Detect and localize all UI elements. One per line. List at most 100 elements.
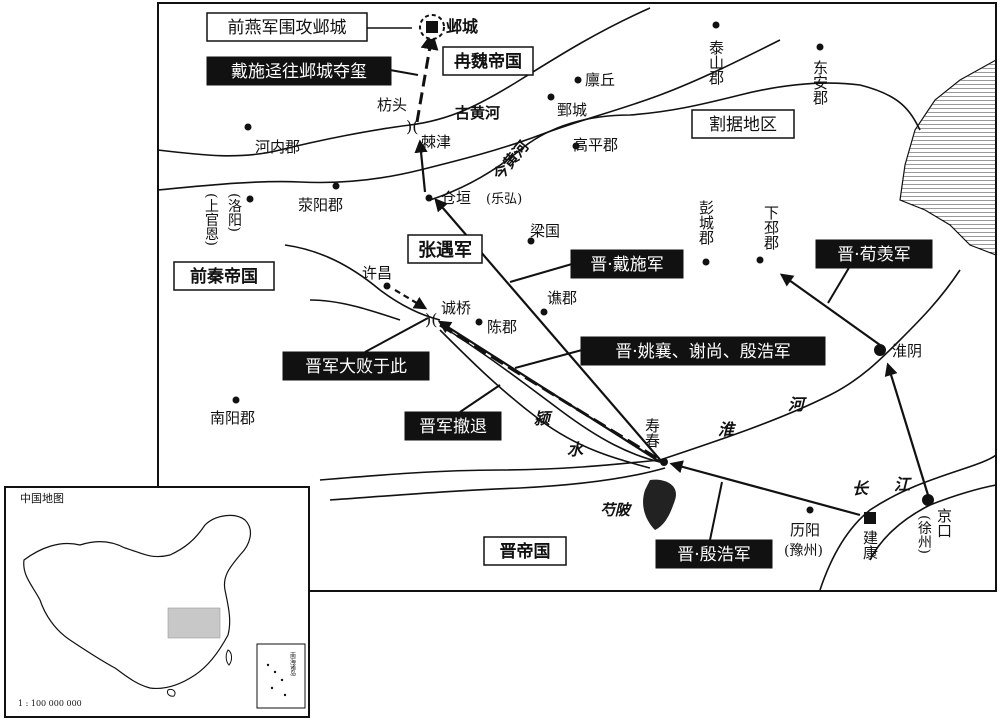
city-dot-taishan (712, 21, 720, 29)
arrow-xuchang-to-chengqiao (394, 289, 428, 310)
city-dot-xingyang (332, 182, 340, 190)
city-dot-dongan (816, 43, 824, 51)
capital-ye (426, 21, 438, 33)
label-liyang: 历阳 (790, 521, 820, 539)
label-lehong: (乐弘) (486, 192, 522, 207)
label-box-dai-shi-go (206, 56, 392, 86)
city-dot-xuchang (383, 282, 391, 290)
label-chengqiao: 诚桥 (441, 299, 471, 317)
pointer-yin-hao (709, 481, 723, 541)
label-ying-water-2: 水 (567, 440, 585, 459)
label-taishan: 泰山郡 (707, 40, 725, 85)
sea-area (899, 58, 997, 256)
label-ran-wei: 冉魏帝国 (454, 51, 522, 72)
city-dot-xiapi (756, 256, 764, 264)
label-old-yellow-river: 古黄河 (455, 104, 500, 122)
city-dot-canghuan (425, 194, 433, 202)
label-shangguan-en: (上官恩) (203, 193, 219, 246)
route-retreat (439, 323, 661, 462)
label-gaoping: 高平郡 (573, 136, 618, 154)
label-yuzhou: (豫州) (784, 543, 823, 559)
label-jin-yao: 晋·姚襄、谢尚、殷浩军 (615, 341, 790, 362)
label-qiaojun: 谯郡 (547, 289, 577, 307)
label-box-jin-dai-shi (570, 249, 684, 279)
label-jin-dai-shi: 晋·戴施军 (590, 255, 663, 275)
label-box-jin-yin-hao (655, 539, 773, 569)
yellow-river-old-south (157, 39, 781, 191)
inset-south-sea-box (256, 643, 306, 709)
city-dot-chenjun (475, 318, 483, 326)
city-dot-juancheng (547, 93, 555, 101)
label-jijin: 棘津 (421, 133, 451, 151)
quepi-lake (643, 479, 676, 530)
city-dot-juanqiu (574, 76, 582, 84)
label-box-ran-wei (442, 46, 534, 76)
label-ying-water-1: 颍 (534, 409, 553, 428)
route-dai-shi-to-ye (415, 31, 439, 123)
inset-island-dot (266, 663, 270, 667)
label-dai-shi-go: 戴施迳往邺城夺玺 (231, 62, 367, 82)
label-jingkou: 京口 (935, 508, 953, 538)
inset-island-dot (273, 670, 277, 674)
label-box-separatist (691, 109, 795, 139)
label-canghuan: 仓垣 (441, 189, 471, 207)
label-huai-river-1: 淮 (718, 420, 737, 439)
inset-highlight (167, 607, 221, 639)
label-yangtze-1: 长 (852, 479, 870, 498)
label-box-jin-retreat (404, 411, 502, 441)
city-dot-shouchun (660, 458, 668, 466)
inset-island-dot (283, 693, 287, 697)
label-liangguo: 梁国 (530, 222, 560, 240)
label-qian-qin: 前秦帝国 (190, 266, 258, 287)
label-pengcheng: 彭城郡 (697, 200, 715, 245)
label-shouchun: 寿春 (643, 418, 661, 448)
city-dot-huaiyin-inner (878, 348, 882, 352)
label-xingyang: 荥阳郡 (298, 196, 343, 214)
pointer-dai-shi (509, 263, 573, 283)
label-separatist: 割据地区 (709, 115, 777, 135)
tributary-1 (284, 244, 441, 321)
crossing-mark-jijin: )( (406, 117, 418, 136)
label-yangtze-2: 江 (894, 475, 912, 494)
pointer-retreat (459, 384, 501, 413)
inset-island-dot (280, 678, 284, 682)
label-chenjun: 陈郡 (487, 318, 517, 336)
label-box-qianyan (206, 12, 368, 42)
label-box-jin-defeat (282, 351, 430, 381)
label-jin-xun-xian: 晋·荀羡军 (837, 245, 910, 265)
city-dot-liyang (806, 506, 814, 514)
city-dot-nanyang (232, 396, 240, 404)
huai-river-2 (329, 467, 666, 501)
label-jin-retreat: 晋军撤退 (419, 417, 487, 437)
label-luoyang: (洛阳) (226, 193, 242, 232)
inset-title: 中国地图 (20, 492, 64, 505)
label-jin-yin-hao: 晋·殷浩军 (677, 545, 750, 565)
label-huaiyin: 淮阴 (892, 342, 922, 360)
yellow-river-current (429, 82, 921, 201)
label-ye-city: 邺城 (446, 17, 478, 36)
label-box-qian-qin (173, 261, 275, 291)
pointer-xun-xian (827, 265, 851, 304)
label-juanqiu: 廪丘 (585, 71, 615, 89)
inset-taiwan (225, 649, 232, 666)
label-box-zhang-yu (407, 234, 483, 264)
crossing-mark-chengqiao: )( (425, 310, 437, 329)
label-jiankang: 建康 (861, 530, 879, 560)
label-zhang-yu: 张遇军 (418, 240, 472, 261)
city-dot-qiaojun (540, 308, 548, 316)
capital-jiankang (864, 512, 876, 524)
label-juancheng: 鄄城 (557, 101, 587, 119)
city-dot-luoyang (246, 195, 254, 203)
inset-hainan (167, 689, 176, 697)
city-dot-henei (244, 123, 252, 131)
huai-river (319, 269, 961, 481)
route-jijin-to-canghuan (414, 139, 428, 193)
label-henei: 河内郡 (255, 138, 300, 156)
label-dongan: 东安郡 (811, 60, 829, 105)
city-dot-gaoping (572, 142, 580, 150)
arrow-huaiyin-to-xiapi (779, 273, 881, 346)
tributary-2 (309, 299, 401, 321)
city-dot-jingkou (922, 494, 934, 506)
label-xiapi: 下邳郡 (762, 205, 780, 250)
